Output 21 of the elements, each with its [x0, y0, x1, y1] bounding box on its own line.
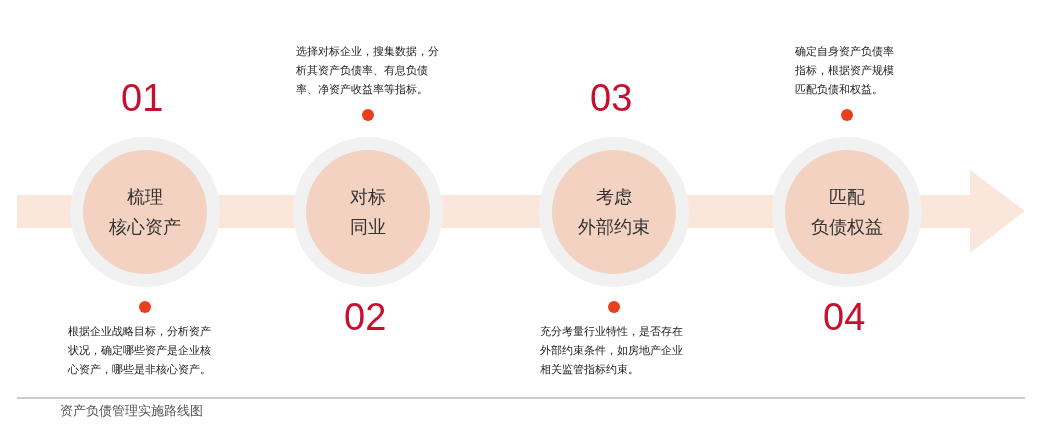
step-title: 对标: [350, 185, 386, 209]
step-number: 04: [823, 297, 866, 337]
caption: 资产负债管理实施路线图: [60, 402, 203, 420]
step-circle: [306, 150, 430, 274]
step-title: 核心资产: [109, 215, 181, 239]
step-title: 外部约束: [578, 215, 650, 239]
step-circle: [785, 150, 909, 274]
step-number: 03: [590, 78, 633, 118]
step-description: 确定自身资产负债率指标，根据资产规模匹配负债和权益。: [795, 44, 895, 98]
step-description: 选择对标企业，搜集数据，分析其资产负债率、有息负债率、净资产收益率等指标。: [296, 44, 440, 98]
step-description: 充分考量行业特性，是否存在外部约束条件，如房地产企业相关监管指标约束。: [540, 324, 684, 378]
step-title: 负债权益: [811, 215, 883, 239]
step-title: 考虑: [596, 185, 632, 209]
step-title: 同业: [350, 215, 386, 239]
step-number: 02: [344, 297, 387, 337]
step-title: 梳理: [127, 185, 163, 209]
step-circle: [83, 150, 207, 274]
step-number: 01: [121, 78, 164, 118]
step-circle: [552, 150, 676, 274]
step-title: 匹配: [829, 185, 865, 209]
step-description: 根据企业战略目标，分析资产状况，确定哪些资产是企业核心资产，哪些是非核心资产。: [68, 324, 212, 378]
